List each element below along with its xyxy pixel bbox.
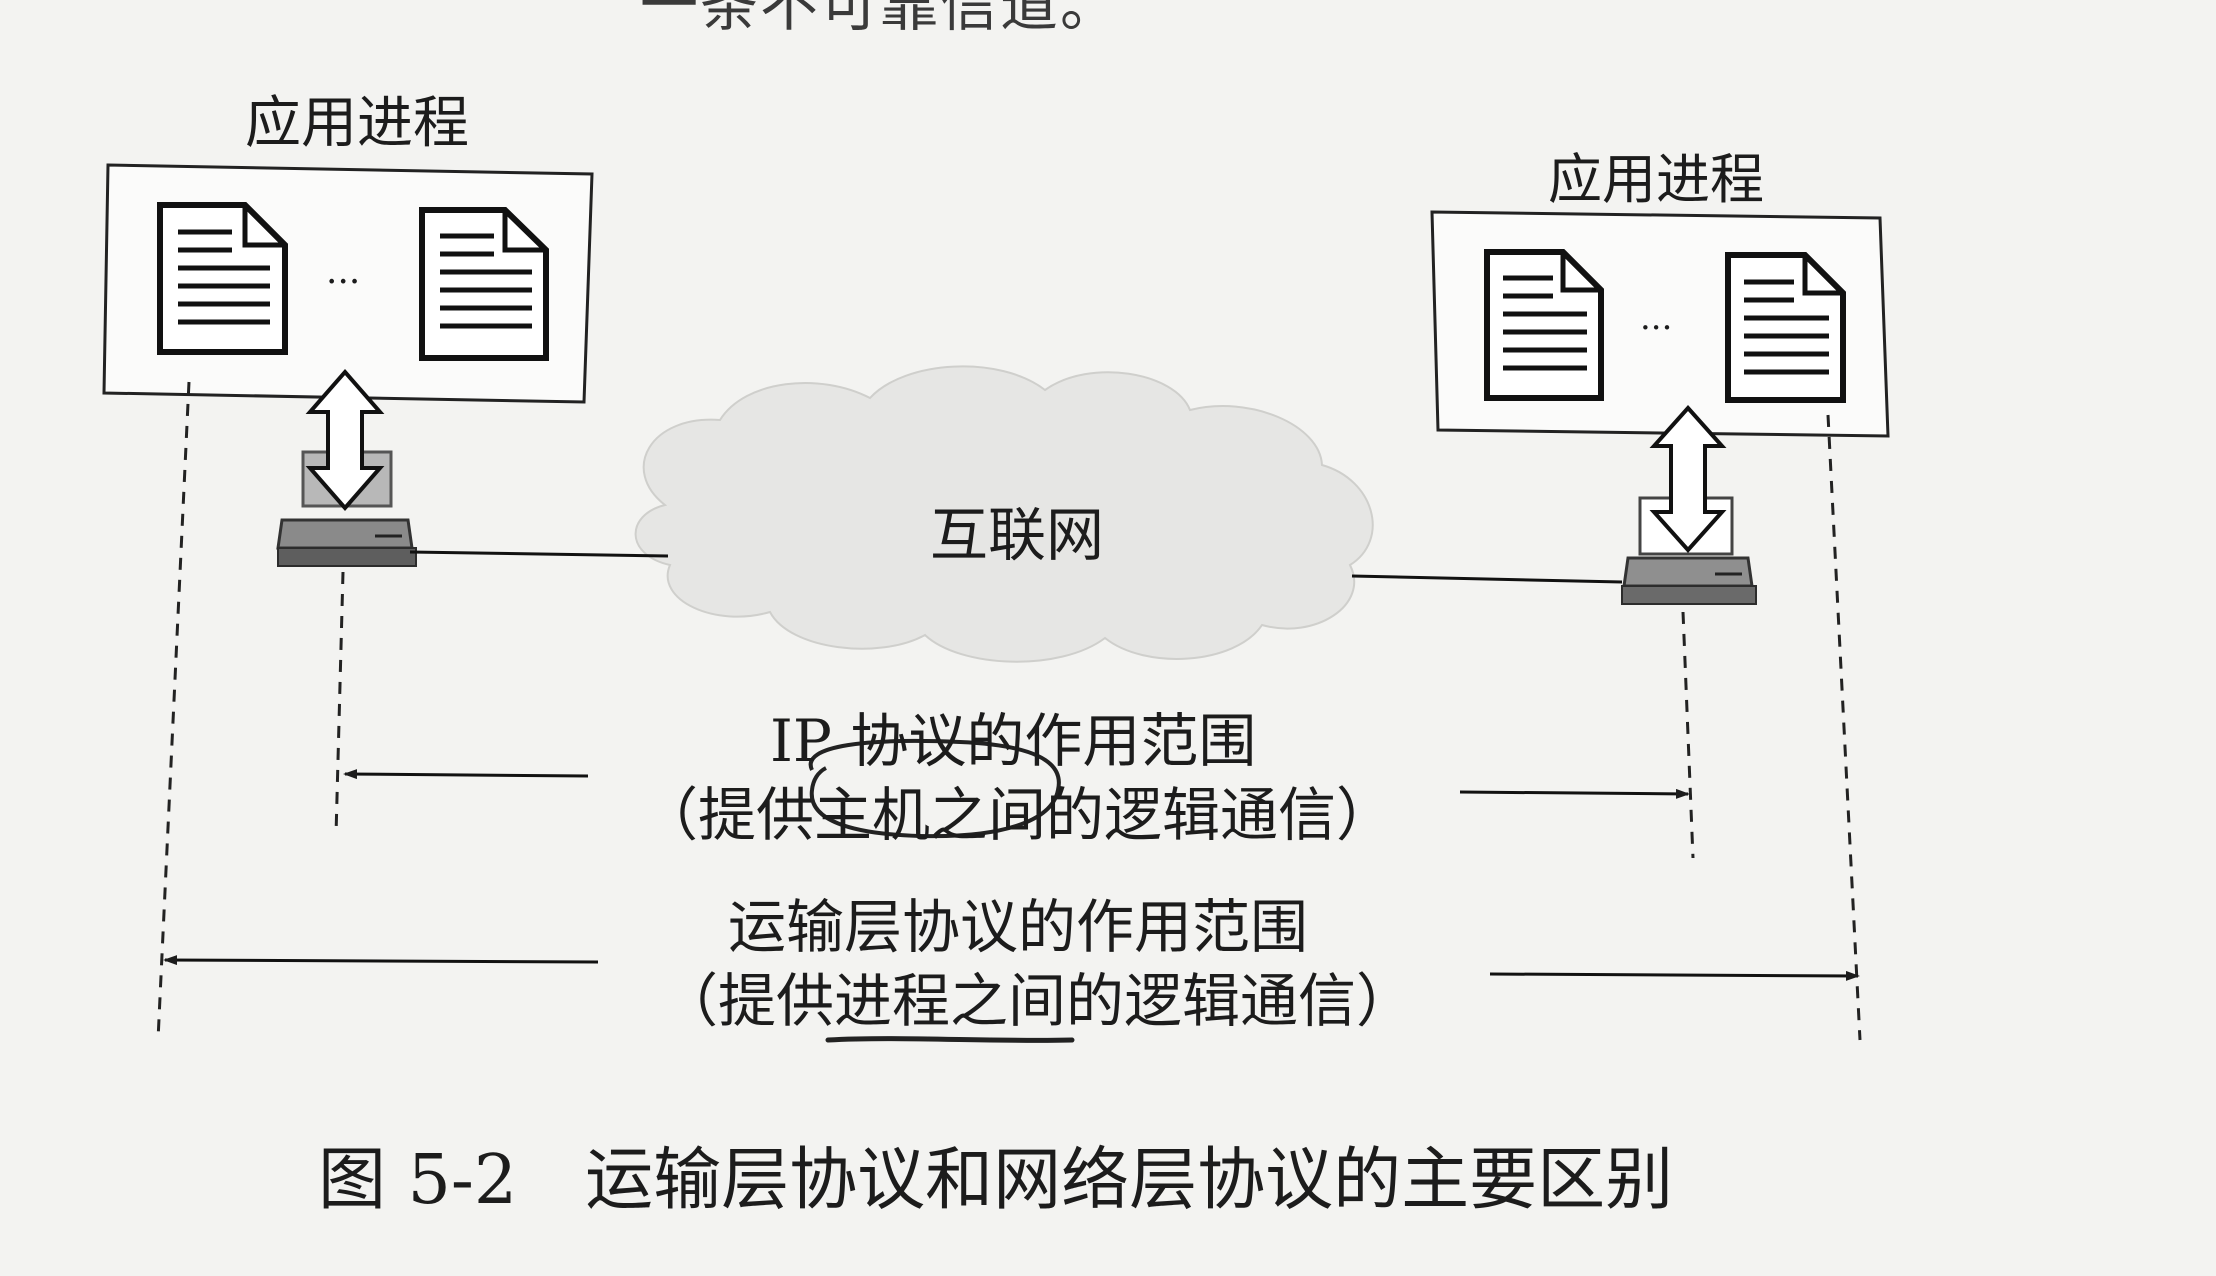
handwritten-circle-annotation	[808, 738, 1061, 839]
right-document-icon-2	[1725, 252, 1846, 403]
right-ellipsis: ···	[1640, 308, 1673, 348]
internet-cloud	[634, 365, 1374, 663]
left-ellipsis: ···	[326, 262, 361, 303]
right-network-link	[1351, 574, 1623, 584]
top-text-snippet: 一条不可靠信道。	[640, 0, 1121, 39]
ip-scope-arrow-left	[343, 769, 589, 780]
ip-scope-arrow-right	[1459, 788, 1690, 799]
left-document-icon-2	[419, 207, 549, 361]
transport-scope-arrow-left	[163, 955, 599, 966]
ip-scope-description: （提供主机之间的逻辑通信）	[640, 781, 1395, 849]
right-double-arrow	[1649, 405, 1727, 553]
handwritten-underline-annotation	[825, 1036, 1075, 1043]
left-double-arrow	[305, 368, 385, 512]
left-document-icon-1	[157, 202, 288, 355]
ip-right-dashed-boundary	[1681, 611, 1695, 859]
right-app-process-label: 应用进程	[1548, 148, 1764, 211]
figure-caption: 图 5-2 运输层协议和网络层协议的主要区别	[318, 1141, 1674, 1220]
transport-scope-description: （提供进程之间的逻辑通信）	[660, 967, 1415, 1035]
right-document-icon-1	[1484, 249, 1604, 401]
transport-scope-title: 运输层协议的作用范围	[728, 893, 1309, 961]
ip-left-dashed-boundary	[334, 571, 345, 836]
transport-left-dashed-boundary	[156, 381, 191, 1041]
internet-label: 互联网	[930, 501, 1105, 569]
left-app-process-label: 应用进程	[245, 91, 469, 156]
transport-right-dashed-boundary	[1826, 414, 1862, 1041]
transport-scope-arrow-right	[1489, 970, 1860, 981]
ip-scope-title: IP 协议的作用范围	[770, 707, 1257, 775]
left-network-link	[409, 550, 669, 558]
